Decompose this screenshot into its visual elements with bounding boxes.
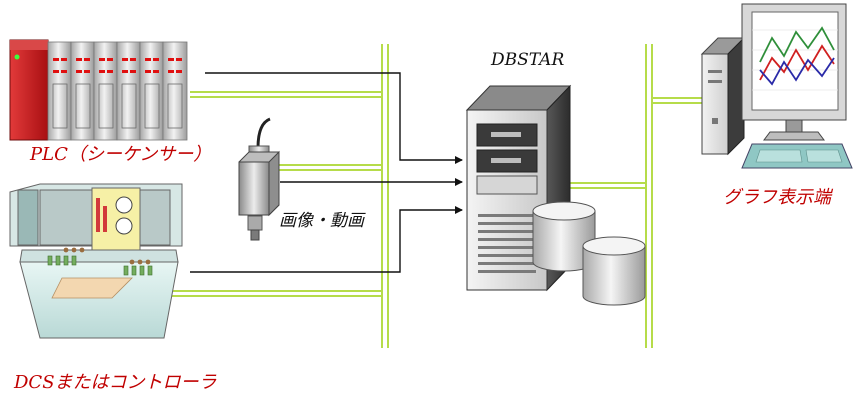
dcs-gauge <box>115 196 133 214</box>
network-bus <box>168 44 702 348</box>
plc-label: PLC（シーケンサー） <box>30 144 212 165</box>
plc-terminals <box>52 83 183 129</box>
camera-device <box>238 117 280 241</box>
database-cylinder-back <box>532 201 596 272</box>
data-flow-arrows <box>190 72 463 273</box>
arrow-plc-to-server <box>205 72 463 164</box>
dcs-gauge-bars <box>96 198 107 232</box>
server-vents <box>478 214 536 273</box>
dcs-label: DCSまたはコントローラ <box>14 372 217 393</box>
terminal-label: グラフ表示端 <box>723 187 831 208</box>
dcs-keys <box>47 255 153 276</box>
arrow-dcs-to-server <box>190 206 463 273</box>
monitor-screen <box>751 11 839 111</box>
monitor-graph-lines <box>759 26 835 86</box>
plc-leds <box>53 58 182 73</box>
dcs-device <box>9 183 183 339</box>
plc-device <box>9 39 188 141</box>
dbstar-title: DBSTAR <box>491 50 565 70</box>
database-cylinder-front <box>582 236 646 306</box>
camera-label: 画像・動画 <box>279 211 364 231</box>
graph-terminal <box>700 3 853 169</box>
plc-modules <box>47 41 188 141</box>
